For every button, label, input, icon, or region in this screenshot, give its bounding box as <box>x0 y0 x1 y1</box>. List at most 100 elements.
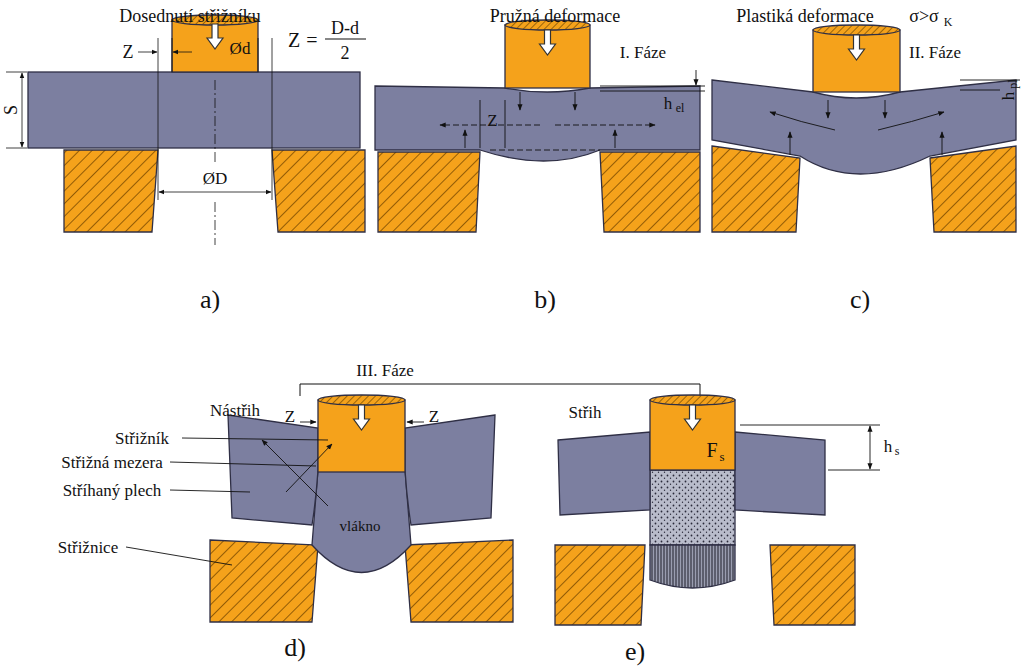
leader-lines <box>262 440 328 506</box>
punch-top <box>650 395 735 405</box>
dimension-lines <box>158 150 159 200</box>
step-label: Nástřih <box>210 402 260 419</box>
stress-arrows <box>696 70 697 85</box>
panel-title: Dosednutí střižníku <box>119 7 261 25</box>
panel-letter: b) <box>534 287 556 313</box>
die <box>930 146 1016 232</box>
sheet <box>558 432 650 515</box>
part-label: vlákno <box>340 519 381 534</box>
stress-arrows <box>555 125 655 126</box>
dimension-lines <box>258 38 259 72</box>
phase-label: I. Fáze <box>620 44 666 61</box>
phase-bracket <box>300 384 700 396</box>
die <box>378 152 480 232</box>
die <box>272 150 365 232</box>
stress-arrows <box>490 150 600 151</box>
part-label: Střižník <box>115 430 169 447</box>
die <box>555 545 645 625</box>
punch <box>813 30 900 92</box>
die <box>64 150 158 232</box>
panel-letter: e) <box>625 639 645 665</box>
stress-arrows <box>960 90 1000 91</box>
die <box>600 152 700 232</box>
formula-denominator: 2 <box>341 44 350 62</box>
part-label: Střižná mezera <box>61 454 162 471</box>
stress-arrows <box>600 91 705 92</box>
panel-letter: d) <box>284 635 306 661</box>
sheet <box>28 72 360 148</box>
punch <box>318 400 405 472</box>
phase-label: III. Fáze <box>356 362 414 379</box>
panel-e <box>555 395 880 625</box>
dimension-lines <box>215 80 216 163</box>
stress-arrows <box>790 132 791 155</box>
stress-arrows <box>615 130 616 148</box>
dimension-symbol: h <box>1000 92 1017 101</box>
stress-arrows <box>942 132 943 155</box>
dimension-lines <box>22 73 23 147</box>
panel-d <box>126 395 513 622</box>
stress-arrows <box>440 70 705 150</box>
sheet <box>735 432 825 515</box>
dimension-lines <box>740 425 880 470</box>
dimension-lines <box>159 192 271 193</box>
stress-arrows <box>770 80 1020 155</box>
dimension-lines <box>740 425 880 426</box>
sheet <box>375 86 700 161</box>
stress-arrows <box>465 130 466 148</box>
formula-numerator: D-d <box>331 19 359 37</box>
slug-shear-zone <box>650 545 735 588</box>
die <box>712 146 800 232</box>
leader-lines <box>126 422 424 565</box>
subscript: s <box>719 450 724 463</box>
stress-arrows <box>505 100 506 148</box>
dimension-symbol: S <box>2 105 20 115</box>
punch <box>650 400 735 470</box>
part-label: Stříhaný plech <box>63 482 162 499</box>
stress-arrows <box>575 92 576 110</box>
panel-title: Plastiká deformace <box>736 7 873 25</box>
punch <box>505 25 590 88</box>
die <box>210 540 318 622</box>
sheet <box>405 415 495 525</box>
leader-lines <box>170 462 316 466</box>
stress-arrows <box>480 100 481 148</box>
die <box>770 545 855 625</box>
dimension-label: Ød <box>230 40 251 57</box>
panel-b <box>375 20 705 232</box>
leader-lines <box>182 438 328 440</box>
dimension-lines <box>325 38 366 39</box>
panel-title: Pružná deformace <box>490 7 620 25</box>
punch <box>172 20 258 72</box>
leader-lines <box>286 444 332 492</box>
dimension-symbol: Z <box>123 43 134 61</box>
dimension-lines <box>215 202 216 245</box>
dimension-lines <box>272 38 273 150</box>
condition-formula: σ>σ <box>909 7 939 25</box>
dimension-symbol: h <box>664 95 673 112</box>
dimension-lines <box>272 150 273 200</box>
subscript: K <box>944 16 953 28</box>
sheet <box>228 415 318 525</box>
stress-arrows <box>520 92 521 110</box>
dimension-lines <box>828 470 880 471</box>
dimension-lines <box>172 38 173 72</box>
panel-letter: a) <box>200 287 220 313</box>
step-label: Střih <box>568 404 601 421</box>
slug <box>650 470 735 545</box>
punch-top <box>813 25 900 35</box>
dimension-label: ØD <box>203 170 228 187</box>
dimension-lines <box>138 52 157 53</box>
force-arrow <box>685 405 701 430</box>
leader-lines <box>170 490 250 492</box>
stress-arrows <box>600 86 705 87</box>
formula-sign: = <box>306 30 317 50</box>
dimension-lines <box>6 72 27 73</box>
leader-lines <box>407 422 424 423</box>
phase-bracket <box>300 384 700 396</box>
force-arrow <box>540 30 556 55</box>
dimension-lines <box>158 38 159 150</box>
leader-lines <box>126 547 232 565</box>
force-symbol: F <box>706 440 717 460</box>
